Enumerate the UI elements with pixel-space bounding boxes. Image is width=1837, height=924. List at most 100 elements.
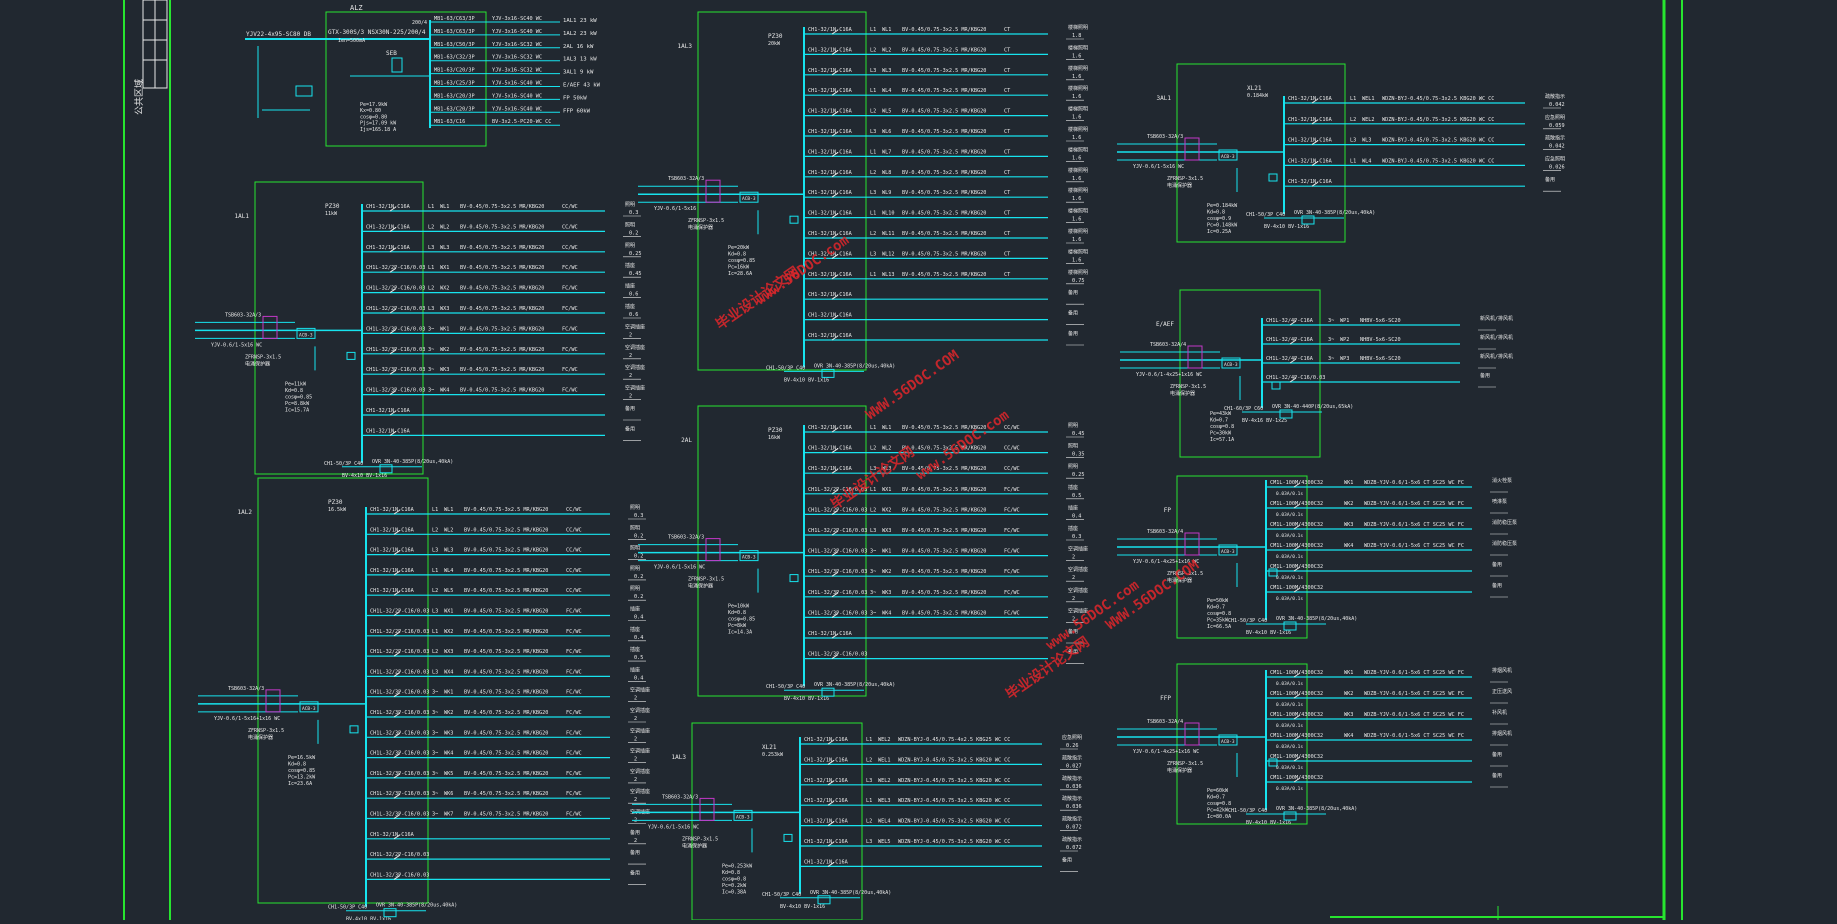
breaker-contact-symbol	[389, 226, 397, 232]
circuit-use: 备用	[625, 425, 635, 432]
alz-feeder-load: 1AL3 13 kW	[563, 57, 597, 63]
panel-name: 2AL	[681, 437, 692, 444]
spd-note: 电涌保护器	[688, 224, 713, 231]
panel-calc-note: Pc=8.8kW	[285, 401, 310, 407]
circuit-cable: BV-0.45/0.75-3x2.5 MR/KBG20	[460, 204, 544, 210]
circuit-phase: 3~	[428, 326, 434, 332]
circuit-power: 0.4	[634, 675, 643, 681]
circuit-phase: L2	[870, 47, 876, 53]
circuit-cable: BV-0.45/0.75-3x2.5 MR/KBG20	[902, 610, 986, 616]
circuit-use: 备用	[1492, 582, 1502, 589]
backup-breaker: CH1-50/3P C40	[324, 461, 363, 467]
circuit-cable: BV-0.45/0.75-3x2.5 MR/KBG20	[902, 27, 986, 33]
alz-feeder-load: FFP 60kW	[563, 108, 591, 114]
circuit-loop-id: WK2	[440, 347, 449, 353]
circuit-breaker: CH1-32/1N-C16A	[808, 272, 853, 278]
surge-protector-symbol	[821, 687, 835, 697]
panel-calc-note: Kd=0.8	[288, 761, 306, 767]
circuit-power: 0.6	[629, 312, 638, 318]
panel-model: PZ30	[325, 203, 340, 210]
circuit-cable: WDZB-YJV-0.6/1-5x6 CT SC25 WC FC	[1364, 480, 1464, 486]
circuit-cable: BV-0.45/0.75-3x2.5 MR/KBG20	[902, 590, 986, 596]
circuit-breaker: CH1-32/1N-C16A	[370, 568, 415, 574]
circuit-breaker: CH1-32/1N-C16A	[808, 211, 853, 217]
circuit-phase: 3~	[432, 730, 438, 736]
breaker-contact-symbol	[393, 854, 401, 860]
circuit-loop-id: WL6	[882, 129, 891, 135]
panel-2al: 2ALPZ3016kWACB-3TSB603-32A/3YJV-0.6/1-5x…	[638, 405, 1088, 702]
acb-symbol	[299, 701, 319, 713]
breaker-contact-symbol	[831, 49, 839, 55]
circuit-cable: BV-0.45/0.75-3x2.5 MR/KBG20	[464, 507, 548, 513]
circuit-laying: FC/WC	[1004, 487, 1020, 493]
circuit-loop-id: WX3	[444, 649, 453, 655]
backup-breaker: CH1-60/3P C60	[1224, 406, 1263, 412]
panel-calc-note: Pc=0.148kW	[1207, 223, 1238, 229]
circuit-use: 楼梯照明	[1068, 187, 1088, 194]
circuit-breaker: CH1L-32/4P-C16A	[1266, 337, 1314, 343]
acb-symbol	[1218, 149, 1238, 161]
panel-calc-note: Pe=20kW	[728, 245, 750, 251]
circuit-use: 新风机/排风机	[1480, 353, 1513, 360]
circuit-breaker: CM1L-100M/4300C32	[1270, 712, 1323, 718]
circuit-cable: BV-0.45/0.75-3x2.5 MR/KBG20	[464, 649, 548, 655]
breaker-contact-symbol	[1293, 693, 1301, 699]
breaker-contact-symbol	[831, 571, 839, 577]
spd-label: ZFRNSP-3x1.5	[1167, 571, 1203, 577]
circuit-power: 0.6	[629, 292, 638, 298]
panel-calc-note: Kd=0.8	[722, 870, 740, 876]
circuit-cable: WDZN-BYJ-0.45/0.75-4x2.5 KBG25 WC CC	[898, 737, 1010, 743]
circuit-power: 1.6	[1072, 176, 1081, 182]
circuit-breaker: CH1-32/1N-C16A	[366, 224, 411, 230]
acb-label: ACB-3	[736, 814, 750, 820]
panel-calc-note: Kd=0.8	[728, 610, 746, 616]
main-switch-symbol	[1184, 532, 1200, 556]
alz-feeder-breaker: MB1-63/C20/3P	[434, 106, 475, 112]
circuit-laying: CC/WC	[566, 507, 582, 513]
circuit-laying: CT	[1004, 109, 1010, 115]
circuit-loop-id: WL2	[882, 446, 891, 452]
circuit-power: 2	[634, 757, 637, 763]
circuit-breaker: CH1-32/1N-C16A	[808, 68, 853, 74]
panel-enclosure	[1176, 663, 1308, 825]
surge-protector: OVR 3N-40-385P(8/20us,40kA)	[814, 682, 895, 688]
panel-name: FP	[1164, 507, 1172, 514]
circuit-loop-id: WX2	[440, 286, 449, 292]
circuit-laying: FC/WC	[566, 812, 582, 818]
breaker-contact-symbol	[1311, 160, 1319, 166]
circuit-laying: FC/WC	[562, 265, 578, 271]
circuit-phase: L3	[870, 68, 876, 74]
circuit-phase: L3	[428, 306, 434, 312]
circuit-breaker: CH1L-32/3P-C16/0.03	[370, 690, 429, 696]
breaker-contact-symbol	[1293, 482, 1301, 488]
breaker-contact-symbol	[827, 821, 835, 827]
panel-calc-note: Kd=0.7	[1207, 795, 1225, 801]
acb-label: ACB-3	[742, 555, 756, 561]
breaker-contact-symbol	[1293, 672, 1301, 678]
circuit-loop-id: WK1	[444, 690, 453, 696]
main-switch-symbol	[699, 797, 715, 821]
circuit-breaker: CH1-32/1N-C16A	[370, 507, 415, 513]
alz-calc-note: Pjs=17.09 kW	[360, 121, 397, 127]
circuit-phase: L1	[870, 211, 876, 217]
circuit-loop-id: WK3	[1344, 522, 1353, 528]
spd-ground-symbol	[346, 351, 356, 360]
breaker-contact-symbol	[831, 448, 839, 454]
circuit-power: 0.5	[1072, 493, 1081, 499]
surge-protector: OVR 3N-40-385P(8/20us,40kA)	[1294, 210, 1375, 216]
circuit-use: 照明	[630, 505, 640, 511]
circuit-breaker: CH1L-32/3P-C16/0.03	[808, 652, 867, 658]
circuit-cable: WDZB-YJV-0.6/1-5x6 CT SC25 WC FC	[1364, 691, 1464, 697]
circuit-breaker-trip: 0.03A/0.1s	[1276, 575, 1303, 581]
circuit-loop-id: WK1	[1344, 670, 1353, 676]
circuit-laying: CT	[1004, 272, 1010, 278]
circuit-phase: 3~	[428, 367, 434, 373]
circuit-loop-id: WK1	[1344, 480, 1353, 486]
circuit-breaker-trip: 0.03A/0.1s	[1276, 702, 1303, 708]
circuit-phase: L2	[432, 588, 438, 594]
circuit-power: 0.25	[1072, 472, 1085, 478]
breaker-contact-symbol	[393, 834, 401, 840]
panel-1al2: 1AL2PZ3016.5kWACB-3TSB603-32A/3YJV-0.6/1…	[198, 477, 650, 923]
panel-calc-note: Ic=57.1A	[1210, 437, 1234, 443]
